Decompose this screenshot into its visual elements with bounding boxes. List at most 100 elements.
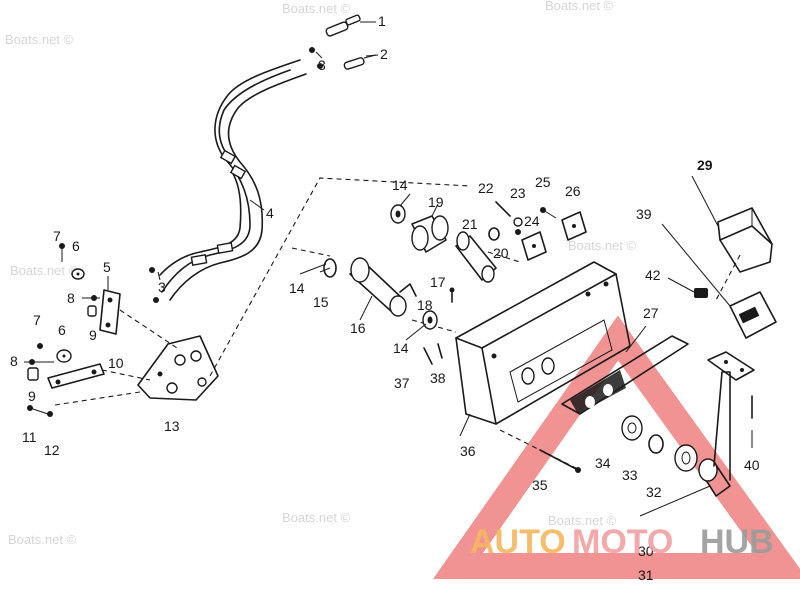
- callout-8: 8: [10, 353, 18, 369]
- screw-25: [540, 207, 557, 219]
- pin-8-upper: [82, 295, 100, 301]
- plate-24: [521, 231, 547, 261]
- lever-hub-16: [349, 257, 417, 317]
- pin-37: [423, 347, 433, 365]
- watermark-text: Boats.net ©: [568, 238, 637, 253]
- watermark-layer: Boats.net © Boats.net © Boats.net © Boat…: [5, 0, 637, 547]
- shaft-20: [455, 231, 497, 283]
- callout-39: 39: [636, 206, 652, 222]
- callout-37: 37: [394, 375, 410, 391]
- watermark-text: Boats.net ©: [8, 532, 77, 547]
- automotohub-logo: AUTO MOTO HUB: [470, 523, 774, 561]
- callout-3: 3: [158, 279, 166, 295]
- callout-6: 6: [58, 322, 66, 338]
- callout-15: 15: [313, 294, 329, 310]
- callout-9: 9: [89, 327, 97, 343]
- callout-18: 18: [417, 297, 433, 313]
- callout-4: 4: [266, 205, 274, 221]
- callout-5: 5: [103, 259, 111, 275]
- callout-22: 22: [478, 180, 494, 196]
- nut-12: [47, 411, 53, 417]
- logo-part-hub: HUB: [700, 523, 774, 561]
- callout-2: 2: [380, 46, 388, 62]
- callout-19: 19: [428, 194, 444, 210]
- screw-7-lower: [37, 343, 43, 349]
- callout-36: 36: [460, 443, 476, 459]
- bracket-5: [99, 289, 121, 335]
- watermark-text: Boats.net ©: [545, 0, 614, 13]
- spring-23: [513, 217, 523, 235]
- callout-16: 16: [350, 320, 366, 336]
- callout-40: 40: [744, 457, 760, 473]
- logo-part-moto: MOTO: [572, 523, 673, 561]
- pin-38: [437, 343, 443, 359]
- callout-7: 7: [53, 228, 61, 244]
- callout-8: 8: [67, 290, 75, 306]
- callout-14: 14: [393, 340, 409, 356]
- callout-29: 29: [697, 157, 713, 173]
- washer-6-lower: [56, 349, 72, 363]
- logo-triangle: [432, 315, 800, 579]
- bushing-14-top: [390, 204, 406, 224]
- callout-23: 23: [510, 185, 526, 201]
- bushing-34: [621, 415, 643, 441]
- watermark-text: Boats.net ©: [10, 263, 79, 278]
- mounting-plate-13: [137, 335, 219, 401]
- oring-21: [488, 227, 500, 241]
- callout-12: 12: [44, 442, 60, 458]
- screw-7-upper: [59, 243, 65, 262]
- callout-20: 20: [493, 245, 509, 261]
- bracket-plate-40: [707, 351, 755, 381]
- watermark-text: Boats.net ©: [548, 513, 617, 528]
- watermark-text: Boats.net ©: [282, 510, 351, 525]
- washer-18: [422, 310, 438, 330]
- clip-9-lower: [27, 367, 39, 381]
- shift-throttle-cables-4: [159, 59, 307, 301]
- watermark-text: Boats.net ©: [5, 32, 74, 47]
- collar-19: [411, 215, 449, 253]
- cable-end-1: [325, 14, 374, 37]
- screw-11: [27, 405, 49, 415]
- pin-22: [495, 201, 511, 217]
- leader-lines: [107, 21, 753, 517]
- callout-33: 33: [622, 467, 638, 483]
- clip-9-upper: [87, 305, 97, 317]
- washer-6-upper: [71, 268, 85, 280]
- callout-38: 38: [430, 370, 446, 386]
- screw-35: [539, 449, 581, 473]
- washer-33: [648, 434, 664, 454]
- callout-6: 6: [72, 238, 80, 254]
- callout-7: 7: [33, 312, 41, 328]
- callout-10: 10: [108, 355, 124, 371]
- callout-26: 26: [565, 183, 581, 199]
- callout-32: 32: [646, 484, 662, 500]
- pin-8-lower: [24, 359, 54, 365]
- gasket-27: [561, 335, 689, 415]
- watermark-text: Boats.net ©: [282, 1, 351, 16]
- switch-cover-29: [717, 207, 773, 273]
- cable-end-2: [343, 54, 377, 70]
- callout-42: 42: [645, 267, 661, 283]
- bushing-32: [674, 444, 698, 472]
- callout-3: 3: [318, 57, 326, 73]
- plate-26: [561, 211, 587, 241]
- callout-21: 21: [462, 216, 478, 232]
- callout-24: 24: [524, 213, 540, 229]
- nut-42: [694, 288, 708, 298]
- nut-3-upper: [309, 47, 323, 69]
- switch-39: [729, 291, 777, 339]
- callout-27: 27: [643, 305, 659, 321]
- nut-3-lower: [149, 267, 159, 303]
- link-10: [47, 363, 105, 389]
- callout-17: 17: [430, 274, 446, 290]
- callout-9: 9: [28, 388, 36, 404]
- callout-1: 1: [378, 13, 386, 29]
- callout-25: 25: [535, 174, 551, 190]
- shim-15: [323, 258, 337, 278]
- callout-14: 14: [289, 280, 305, 296]
- callout-13: 13: [164, 418, 180, 434]
- callout-30: 30: [638, 543, 654, 559]
- callout-11: 11: [22, 429, 37, 445]
